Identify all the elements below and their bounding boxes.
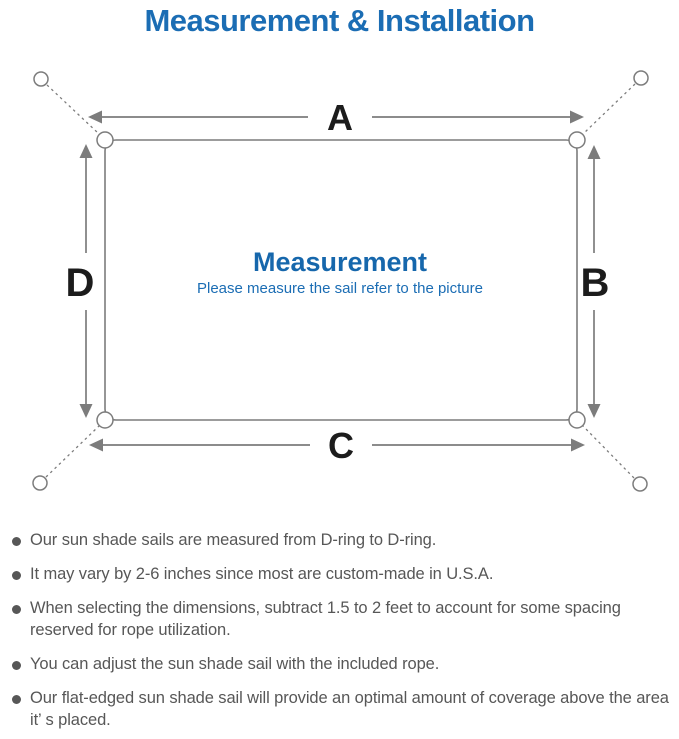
anchor-ring-top-right <box>633 70 649 86</box>
page-title: Measurement & Installation <box>144 3 535 38</box>
d-ring-top-left <box>96 131 114 149</box>
list-item: It may vary by 2-6 inches since most are… <box>12 564 673 586</box>
note-text: It may vary by 2-6 inches since most are… <box>30 564 494 583</box>
sail-outline <box>104 139 578 421</box>
arrow-b-down-head <box>587 404 601 418</box>
arrow-a-right-head <box>570 110 584 124</box>
rope-top-right <box>582 83 636 135</box>
note-text: Our sun shade sails are measured from D-… <box>30 531 437 549</box>
anchor-ring-bottom-right <box>632 476 648 492</box>
note-text: When selecting the dimensions, subtract … <box>30 598 621 639</box>
arrow-c-left-head <box>89 438 103 452</box>
d-ring-bottom-left <box>96 411 114 429</box>
bullet-icon <box>12 537 21 546</box>
note-text: Our flat-edged sun shade sail will provi… <box>30 688 669 729</box>
measurement-diagram: A C D B Measurement Please measure the s… <box>0 60 679 510</box>
arrow-d-down-head <box>79 404 93 418</box>
d-ring-bottom-right <box>568 411 586 429</box>
dimension-label-c: C <box>328 425 354 466</box>
notes-list: Our sun shade sails are measured from D-… <box>0 522 679 739</box>
diagram-center-title: Measurement <box>253 247 427 277</box>
d-ring-top-right <box>568 131 586 149</box>
rope-top-left <box>46 84 99 134</box>
arrow-d-up-head <box>79 144 93 158</box>
note-text: You can adjust the sun shade sail with t… <box>30 654 440 673</box>
list-item: When selecting the dimensions, subtract … <box>12 598 673 642</box>
sail-diagram-svg: A C D B Measurement Please measure the s… <box>32 70 649 492</box>
diagram-center-subtitle: Please measure the sail refer to the pic… <box>197 280 483 297</box>
rope-bottom-left <box>45 425 100 478</box>
bullet-icon <box>12 694 21 704</box>
list-item: You can adjust the sun shade sail with t… <box>12 654 673 676</box>
bullet-icon <box>12 604 21 614</box>
list-item: Our sun shade sails are measured from D-… <box>12 530 673 552</box>
bullet-icon <box>12 660 21 670</box>
arrow-c-right-head <box>571 438 585 452</box>
arrow-b-up-head <box>587 145 601 159</box>
bullet-icon <box>12 570 21 580</box>
anchor-ring-top-left <box>33 71 49 87</box>
arrow-a-left-head <box>88 110 102 124</box>
rope-bottom-right <box>582 425 635 479</box>
list-item: Our flat-edged sun shade sail will provi… <box>12 688 673 732</box>
dimension-label-d: D <box>66 261 95 305</box>
anchor-ring-bottom-left <box>32 475 48 491</box>
dimension-label-b: B <box>581 261 610 305</box>
dimension-label-a: A <box>327 97 353 138</box>
